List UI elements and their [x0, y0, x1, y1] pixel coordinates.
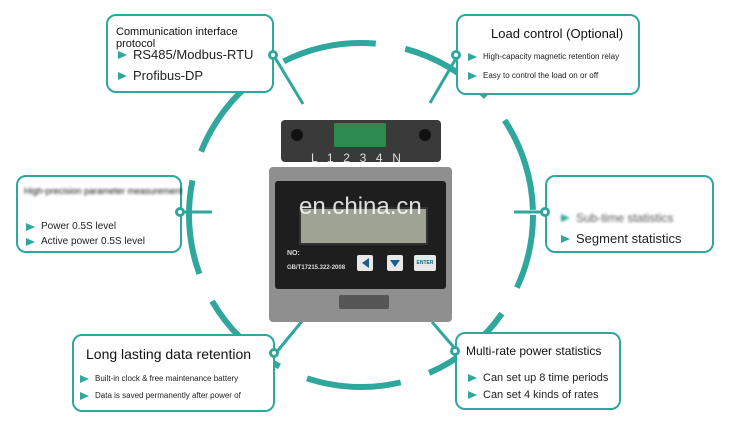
load-control-box: Load control (Optional) High-capacity ma…: [456, 14, 640, 95]
enter-button[interactable]: ENTER: [414, 255, 436, 271]
down-arrow-icon: [390, 259, 400, 267]
multi-rate-box: Multi-rate power statistics Can set up 8…: [455, 332, 621, 410]
list-item: Can set 4 kinds of rates: [468, 389, 599, 401]
box-title: High-precision parameter measurement: [24, 186, 183, 196]
box-title: Multi-rate power statistics: [466, 344, 602, 358]
statistics-box: Sub-time statistics Segment statistics: [545, 175, 714, 253]
left-arrow-button[interactable]: [357, 255, 373, 271]
lcd-display: [299, 207, 428, 245]
arrow-bullet-icon: [118, 50, 127, 59]
list-item: Profibus-DP: [118, 68, 203, 83]
arrow-bullet-icon: [468, 52, 477, 61]
terminal-block: [334, 123, 386, 147]
connector-dot: [450, 346, 460, 356]
arrow-bullet-icon: [468, 391, 477, 399]
connector-dot: [268, 50, 278, 60]
terminal-labels: L 1 2 3 4 N: [311, 151, 402, 165]
communication-protocol-box: Communication interface protocol RS485/M…: [106, 14, 274, 93]
list-item: Power 0.5S level: [26, 221, 116, 232]
data-retention-box: Long lasting data retention Built-in clo…: [72, 334, 275, 412]
left-arrow-icon: [361, 258, 369, 268]
list-item: Can set up 8 time periods: [468, 372, 608, 384]
list-item: Sub-time statistics: [561, 211, 673, 225]
standard-label: GB/T17215.322-2008: [287, 265, 346, 271]
connector-dot: [269, 348, 279, 358]
list-item: Data is saved permanently after power of: [80, 391, 241, 400]
connector-dot: [540, 207, 550, 217]
bottom-terminals: [339, 295, 389, 309]
arrow-bullet-icon: [80, 374, 89, 383]
arrow-bullet-icon: [561, 234, 570, 243]
box-title: Communication interface protocol: [116, 26, 238, 50]
watermark-text: en.china.cn: [299, 193, 422, 220]
terminal-screw-left: [291, 129, 303, 141]
arrow-bullet-icon: [468, 374, 477, 382]
arrow-bullet-icon: [80, 391, 89, 400]
arrow-bullet-icon: [26, 222, 35, 231]
connector-dot: [175, 207, 185, 217]
arrow-bullet-icon: [468, 71, 477, 80]
list-item: Segment statistics: [561, 231, 682, 246]
box-title: Long lasting data retention: [86, 346, 252, 362]
list-item: Easy to control the load on or off: [468, 71, 598, 80]
box-title: Load control (Optional): [491, 26, 624, 41]
energy-meter-image: L 1 2 3 4 N en.china.cn NO: GB/T17215.32…: [269, 115, 452, 325]
list-item: Active power 0.5S level: [26, 236, 145, 247]
connector-dot: [451, 50, 461, 60]
list-item: Built-in clock & free maintenance batter…: [80, 374, 238, 383]
measurement-box: High-precision parameter measurement Pow…: [16, 175, 183, 253]
down-arrow-button[interactable]: [387, 255, 403, 271]
terminal-screw-right: [419, 129, 431, 141]
serial-no-label: NO:: [287, 250, 300, 257]
list-item: High-capacity magnetic retention relay: [468, 52, 619, 61]
arrow-bullet-icon: [118, 71, 127, 80]
arrow-bullet-icon: [561, 214, 570, 222]
arrow-bullet-icon: [26, 237, 35, 246]
list-item: RS485/Modbus-RTU: [118, 47, 253, 62]
